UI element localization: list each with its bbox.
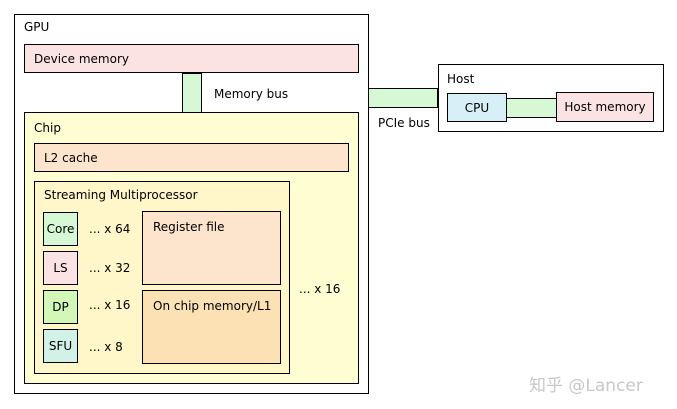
chip-label: Chip: [34, 121, 61, 135]
pcie-bus-label: PCIe bus: [378, 116, 430, 130]
host-memory-box: Host memory: [556, 92, 654, 122]
register-file-box: Register file: [142, 211, 281, 285]
on-chip-memory-box: On chip memory/L1: [142, 290, 281, 364]
device-memory-label: Device memory: [34, 51, 129, 66]
host-label: Host: [447, 72, 475, 86]
sm-multiplier-label: ... x 16: [299, 282, 341, 296]
ls-unit-box: LS: [43, 251, 78, 285]
ls-unit-label: LS: [53, 261, 68, 275]
sfu-unit-label: SFU: [48, 339, 73, 353]
sfu-unit-box: SFU: [43, 329, 78, 363]
register-file-label: Register file: [153, 220, 225, 234]
pcie-bus-connector: [368, 88, 438, 108]
cpu-host-memory-connector: [506, 98, 557, 118]
cpu-label: CPU: [464, 100, 490, 115]
l2-cache-box: L2 cache: [34, 143, 349, 172]
memory-bus-label: Memory bus: [214, 87, 289, 101]
host-memory-label: Host memory: [564, 100, 646, 114]
memory-bus-connector: [182, 73, 202, 113]
l2-cache-label: L2 cache: [44, 150, 98, 165]
on-chip-memory-label: On chip memory/L1: [153, 299, 272, 313]
cpu-box: CPU: [447, 93, 507, 122]
gpu-label: GPU: [24, 20, 50, 34]
dp-unit-box: DP: [43, 290, 78, 324]
core-unit-box: Core: [43, 212, 78, 246]
sm-label: Streaming Multiprocessor: [44, 188, 198, 202]
watermark: 知乎 @Lancer: [529, 376, 643, 396]
core-unit-label: Core: [46, 222, 75, 236]
ls-count-label: ... x 32: [89, 261, 131, 275]
sfu-count-label: ... x 8: [89, 340, 123, 354]
dp-unit-label: DP: [52, 300, 69, 314]
dp-count-label: ... x 16: [89, 298, 131, 312]
core-count-label: ... x 64: [89, 222, 131, 236]
device-memory-box: Device memory: [24, 44, 359, 73]
